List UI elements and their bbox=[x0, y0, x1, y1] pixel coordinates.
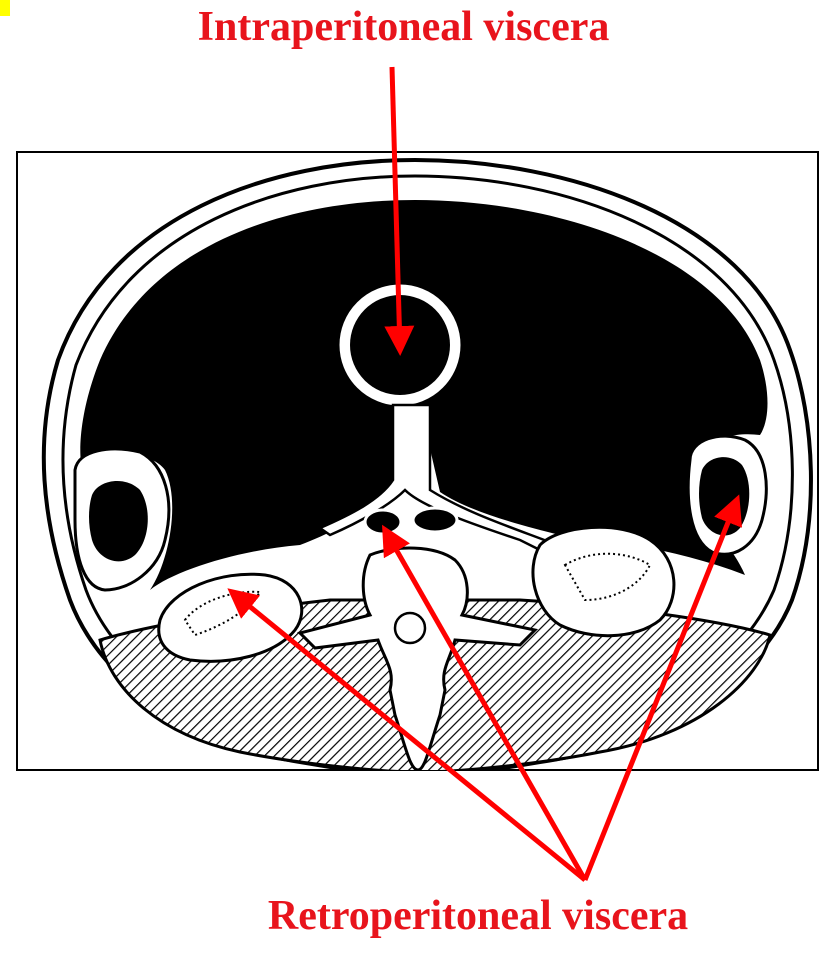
right-colon-lumen bbox=[699, 457, 749, 535]
spinal-canal bbox=[395, 613, 425, 643]
aorta bbox=[365, 510, 401, 534]
right-kidney bbox=[533, 527, 674, 635]
vena-cava bbox=[413, 508, 457, 532]
left-colon-lumen bbox=[89, 481, 148, 561]
